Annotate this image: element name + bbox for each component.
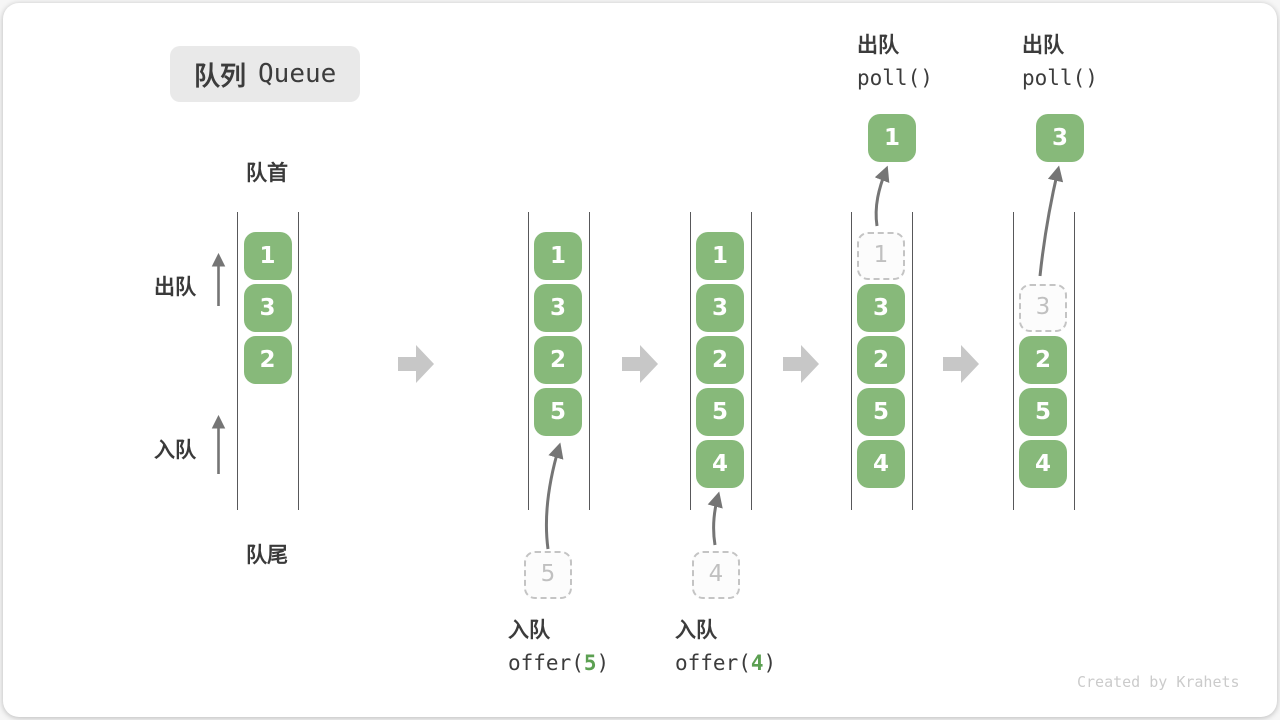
op-code-arg: 5 bbox=[583, 651, 597, 675]
queue-cell: 2 bbox=[243, 336, 292, 384]
dequeue-op-label: 出队 poll() bbox=[1022, 29, 1098, 95]
queue-wall bbox=[237, 212, 239, 510]
op-label-zh: 入队 bbox=[508, 618, 550, 642]
op-label-zh: 出队 bbox=[1022, 33, 1064, 57]
queue-wall bbox=[750, 212, 752, 510]
queue-rear-label: 队尾 bbox=[246, 543, 288, 567]
queue-cell: 3 bbox=[243, 284, 292, 332]
queue-cell: 2 bbox=[1019, 336, 1067, 384]
op-label-zh: 入队 bbox=[675, 618, 717, 642]
title-zh: 队列 bbox=[194, 61, 247, 92]
polled-value-box: 3 bbox=[1036, 114, 1084, 162]
queue-wall bbox=[298, 212, 300, 510]
op-code-text: poll() bbox=[857, 66, 933, 90]
queue-cell: 3 bbox=[696, 284, 744, 332]
op-label-code: offer(5) bbox=[508, 647, 609, 680]
enqueue-side-label: 入队 bbox=[154, 438, 196, 462]
staged-value-box: 4 bbox=[692, 551, 740, 599]
queue-front-label: 队首 bbox=[246, 161, 288, 185]
enqueue-op-label: 入队 offer(4) bbox=[675, 614, 776, 680]
op-label-code: offer(4) bbox=[675, 647, 776, 680]
queue-cell: 4 bbox=[1019, 440, 1067, 488]
dequeued-cell-ghost: 1 bbox=[857, 232, 905, 280]
diagram-card bbox=[3, 3, 1277, 717]
title-en: Queue bbox=[258, 59, 337, 89]
op-code-text: ) bbox=[763, 651, 777, 675]
dequeue-side-label: 出队 bbox=[154, 275, 196, 299]
op-code-arg: 4 bbox=[750, 651, 764, 675]
op-label-code: poll() bbox=[1022, 62, 1098, 95]
queue-cell: 1 bbox=[534, 232, 582, 280]
queue-cell: 2 bbox=[857, 336, 905, 384]
queue-wall bbox=[527, 212, 529, 510]
queue-cell: 3 bbox=[534, 284, 582, 332]
title-badge: 队列 Queue bbox=[170, 46, 361, 102]
queue-cell: 3 bbox=[857, 284, 905, 332]
queue-wall bbox=[911, 212, 913, 510]
queue-wall bbox=[1073, 212, 1075, 510]
queue-cell: 1 bbox=[696, 232, 744, 280]
queue-cell: 5 bbox=[1019, 388, 1067, 436]
queue-cell: 4 bbox=[696, 440, 744, 488]
op-code-text: poll() bbox=[1022, 66, 1098, 90]
staged-value-box: 5 bbox=[524, 551, 572, 599]
op-code-text: offer( bbox=[675, 651, 751, 675]
queue-cell: 4 bbox=[857, 440, 905, 488]
enqueue-op-label: 入队 offer(5) bbox=[508, 614, 609, 680]
dequeued-cell-ghost: 3 bbox=[1019, 284, 1067, 332]
polled-value-box: 1 bbox=[868, 114, 916, 162]
watermark: Created by Krahets bbox=[1077, 673, 1240, 691]
dequeue-op-label: 出队 poll() bbox=[857, 29, 933, 95]
op-code-text: ) bbox=[596, 651, 610, 675]
queue-cell: 5 bbox=[857, 388, 905, 436]
queue-wall bbox=[689, 212, 691, 510]
queue-cell: 2 bbox=[534, 336, 582, 384]
queue-cell: 2 bbox=[696, 336, 744, 384]
op-code-text: offer( bbox=[508, 651, 584, 675]
queue-wall bbox=[850, 212, 852, 510]
op-label-zh: 出队 bbox=[857, 33, 899, 57]
queue-cell: 1 bbox=[243, 232, 292, 280]
queue-wall bbox=[1012, 212, 1014, 510]
queue-wall bbox=[588, 212, 590, 510]
queue-cell: 5 bbox=[696, 388, 744, 436]
op-label-code: poll() bbox=[857, 62, 933, 95]
queue-cell: 5 bbox=[534, 388, 582, 436]
